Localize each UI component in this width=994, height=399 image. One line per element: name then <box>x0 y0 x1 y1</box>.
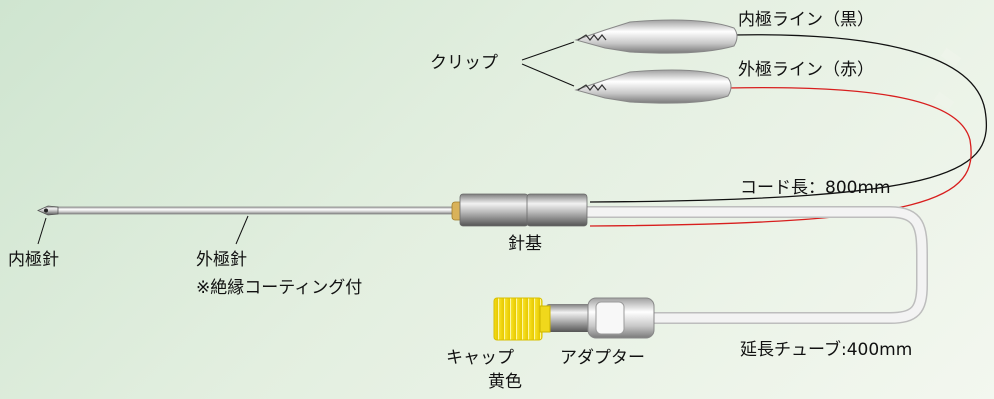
adapter-label: アダプター <box>560 348 645 368</box>
clip-pointer-upper <box>521 41 575 61</box>
cap-color-label: 黄色 <box>488 372 522 392</box>
inner-needle-label: 内極針 <box>8 250 59 270</box>
adapter <box>546 297 655 339</box>
inner-needle-pointer <box>37 217 47 245</box>
clip-pointer-lower <box>521 63 575 87</box>
clip-inner <box>574 19 738 54</box>
inner-line-label: 内極ライン（黒） <box>738 10 874 30</box>
outer-line-label: 外極ライン（赤） <box>738 60 874 80</box>
outer-line-break <box>933 91 955 111</box>
inner-needle-tip <box>37 205 59 216</box>
outer-needle-shaft <box>55 206 457 215</box>
extension-tube-label: 延長チューブ:400mm <box>740 340 913 360</box>
cord-length-label: コード長：800mm <box>740 178 891 198</box>
outer-needle-pointer <box>235 215 249 245</box>
clip-label: クリップ <box>430 53 498 73</box>
outer-line-cord <box>589 87 972 227</box>
needle-base <box>451 193 588 227</box>
inner-line-cord <box>589 34 988 203</box>
outer-needle-label: 外極針 <box>196 250 247 270</box>
outer-needle-note: ※絶縁コーティング付 <box>196 278 363 298</box>
clip-outer <box>574 69 732 104</box>
inner-line-break <box>940 47 962 67</box>
cap-label: キャップ <box>446 348 514 368</box>
needle-base-label: 針基 <box>508 234 542 254</box>
cap-yellow <box>493 297 551 341</box>
